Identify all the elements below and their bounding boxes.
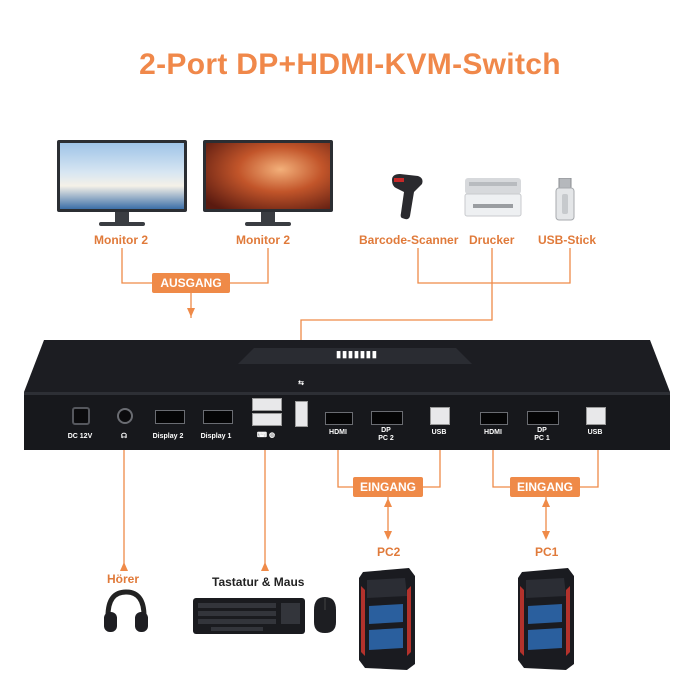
usb-stick-label: USB-Stick [538, 233, 597, 247]
display1-label: Display 1 [200, 433, 232, 440]
keyboard-icon [193, 598, 305, 634]
pc2-hdmi-label: HDMI [329, 429, 347, 436]
monitor-left-label: Monitor 2 [94, 233, 148, 247]
dc-power-jack [72, 407, 90, 425]
output-tag: AUSGANG [152, 273, 230, 293]
monitor-right-label: Monitor 2 [236, 233, 290, 247]
headphone-port-icon: ☊ [120, 433, 128, 440]
headphones-label: Hörer [107, 572, 140, 586]
barcode-scanner-icon [388, 172, 428, 222]
keyboard-usb-port [252, 398, 282, 411]
pc1-label: PC1 [535, 545, 559, 559]
usb-stick-icon [554, 177, 576, 222]
usb-hub-port [295, 401, 308, 427]
display2-port [155, 410, 185, 424]
pc2-dp-label: DP [381, 427, 391, 434]
pc2-hdmi-port [325, 412, 353, 425]
printer-icon [463, 174, 523, 220]
pc2-usb-label: USB [431, 429, 447, 436]
monitor-right-screen [203, 140, 333, 212]
brand-logo: ▮▮▮▮▮▮▮ [336, 349, 378, 359]
keyboard-mouse-port-icon: ⌨ ◍ [256, 432, 276, 439]
pc2-name-label: PC 2 [378, 435, 394, 442]
pc1-dp-port [527, 411, 559, 425]
pc1-usb-label: USB [587, 429, 603, 436]
pc1-usb-port [586, 407, 606, 425]
monitor-left-screen [57, 140, 187, 212]
dc-label: DC 12V [67, 433, 93, 440]
pc2-tower-icon [357, 566, 417, 670]
display1-port [203, 410, 233, 424]
keyboard-mouse-label: Tastatur & Maus [212, 575, 305, 589]
monitor-right [203, 140, 333, 226]
pc2-dp-port [371, 411, 403, 425]
input-tag-pc2: EINGANG [353, 477, 423, 497]
pc1-hdmi-port [480, 412, 508, 425]
audio-jack [117, 408, 133, 424]
pc1-tower-icon [516, 566, 576, 670]
pc2-usb-port [430, 407, 450, 425]
usb-symbol-icon: ⇆ [298, 380, 304, 387]
input-tag-pc1: EINGANG [510, 477, 580, 497]
page-title: 2-Port DP+HDMI-KVM-Switch [139, 48, 561, 81]
display2-label: Display 2 [152, 433, 184, 440]
printer-label: Drucker [469, 233, 515, 247]
barcode-scanner-label: Barcode-Scanner [359, 233, 459, 247]
pc2-label: PC2 [377, 545, 401, 559]
monitor-left [57, 140, 187, 226]
headphones-icon [102, 586, 150, 636]
pc1-name-label: PC 1 [534, 435, 550, 442]
mouse-usb-port [252, 413, 282, 426]
pc1-hdmi-label: HDMI [484, 429, 502, 436]
mouse-icon [313, 596, 337, 634]
pc1-dp-label: DP [537, 427, 547, 434]
